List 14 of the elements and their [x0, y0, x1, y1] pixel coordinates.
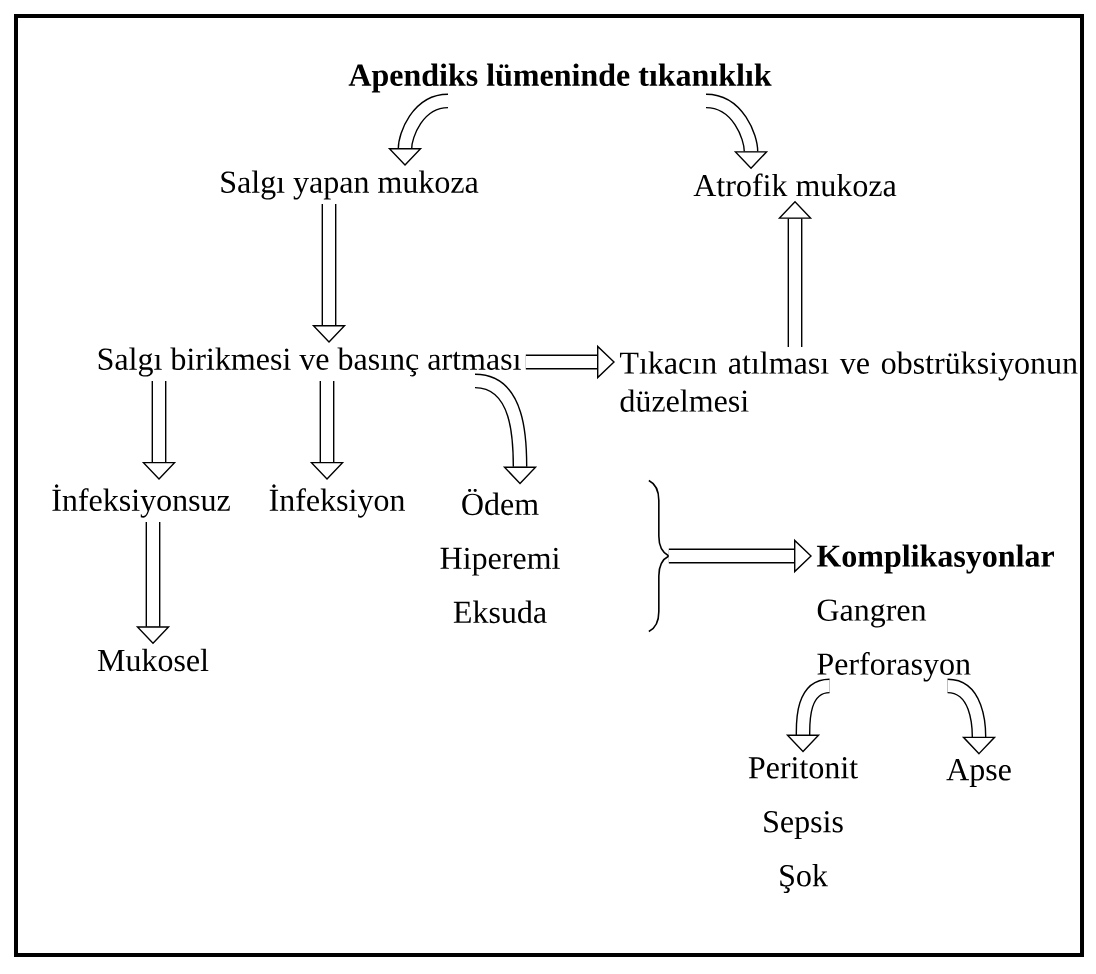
node-text: Mukosel — [97, 648, 209, 672]
node-text: İnfeksiyon — [269, 484, 405, 518]
arrow — [474, 373, 538, 485]
node-text: İnfeksiyonsuz — [52, 484, 230, 518]
node-text: Tıkacın atılması ve obstrüksiyonun düzelmesi — [620, 351, 1078, 412]
arrow — [946, 678, 997, 755]
node-text: Salgı yapan mukoza — [221, 170, 479, 200]
node-text: Salgı birikmesi ve basınç artması — [98, 347, 521, 377]
node-text: Peritonit Sepsis Şok — [748, 757, 858, 893]
node-text: Atrofik mukoza — [693, 173, 897, 197]
node-text: Ödem Hiperemi Eksuda — [440, 488, 560, 624]
node-text: Apse — [946, 759, 1011, 787]
node-text: Apendiks lümeninde tıkanıklık — [348, 63, 772, 93]
node-text: Komplikasyonlar Gangren Perforasyon — [816, 544, 1054, 682]
